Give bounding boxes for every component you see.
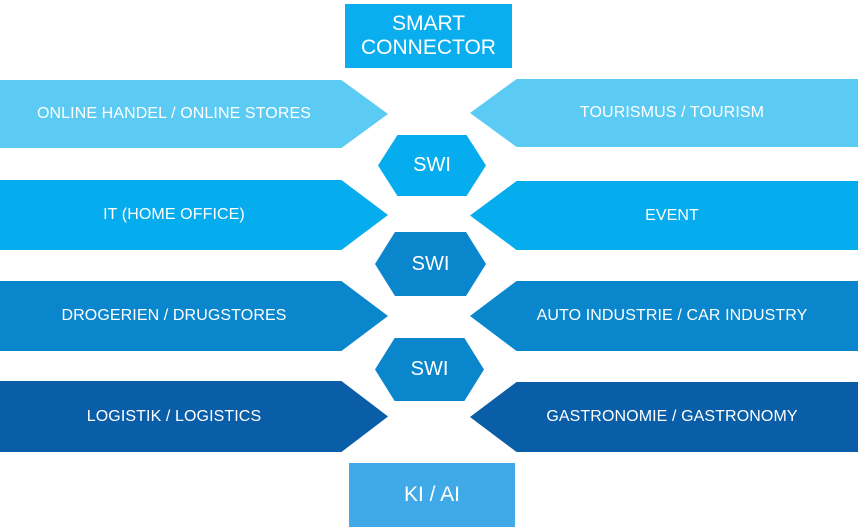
- swi-connector-hex: SWI: [375, 232, 486, 296]
- right-arrow-tourism: TOURISMUS / TOURISM: [470, 79, 858, 147]
- right-arrow-car-industry: AUTO INDUSTRIE / CAR INDUSTRY: [470, 281, 858, 351]
- smart-connector-label-line1: SMART: [391, 11, 466, 35]
- swi-connector-hex: SWI: [375, 338, 484, 401]
- left-arrow-drugstores: DROGERIEN / DRUGSTORES: [0, 281, 388, 351]
- left-arrow-label: IT (HOME OFFICE): [103, 206, 245, 223]
- swi-label: SWI: [411, 252, 450, 275]
- ki-ai-box: KI / AI: [349, 463, 515, 527]
- swi-connector-hex: SWI: [378, 135, 486, 196]
- right-arrow-label: TOURISMUS / TOURISM: [579, 104, 765, 121]
- left-arrow-label: LOGISTIK / LOGISTICS: [86, 407, 262, 425]
- ki-ai-label: KI / AI: [403, 482, 461, 506]
- smart-connector-box: SMART CONNECTOR: [345, 4, 512, 68]
- smart-connector-label-line2: CONNECTOR: [361, 36, 496, 59]
- right-arrow-gastronomy: GASTRONOMIE / GASTRONOMY: [470, 382, 858, 452]
- right-arrow-label: AUTO INDUSTRIE / CAR INDUSTRY: [536, 307, 808, 324]
- right-arrow-event: EVENT: [470, 181, 858, 250]
- left-arrow-label: DROGERIEN / DRUGSTORES: [61, 307, 287, 324]
- left-arrow-label: ONLINE HANDEL / ONLINE STORES: [36, 105, 312, 122]
- left-arrow-online-stores: ONLINE HANDEL / ONLINE STORES: [0, 80, 388, 148]
- left-arrow-logistics: LOGISTIK / LOGISTICS: [0, 381, 388, 452]
- swi-label: SWI: [410, 358, 449, 380]
- right-arrow-label: GASTRONOMIE / GASTRONOMY: [546, 408, 798, 425]
- swi-label: SWI: [413, 154, 451, 176]
- right-arrow-label: EVENT: [645, 206, 699, 224]
- left-arrow-it-home-office: IT (HOME OFFICE): [0, 180, 388, 250]
